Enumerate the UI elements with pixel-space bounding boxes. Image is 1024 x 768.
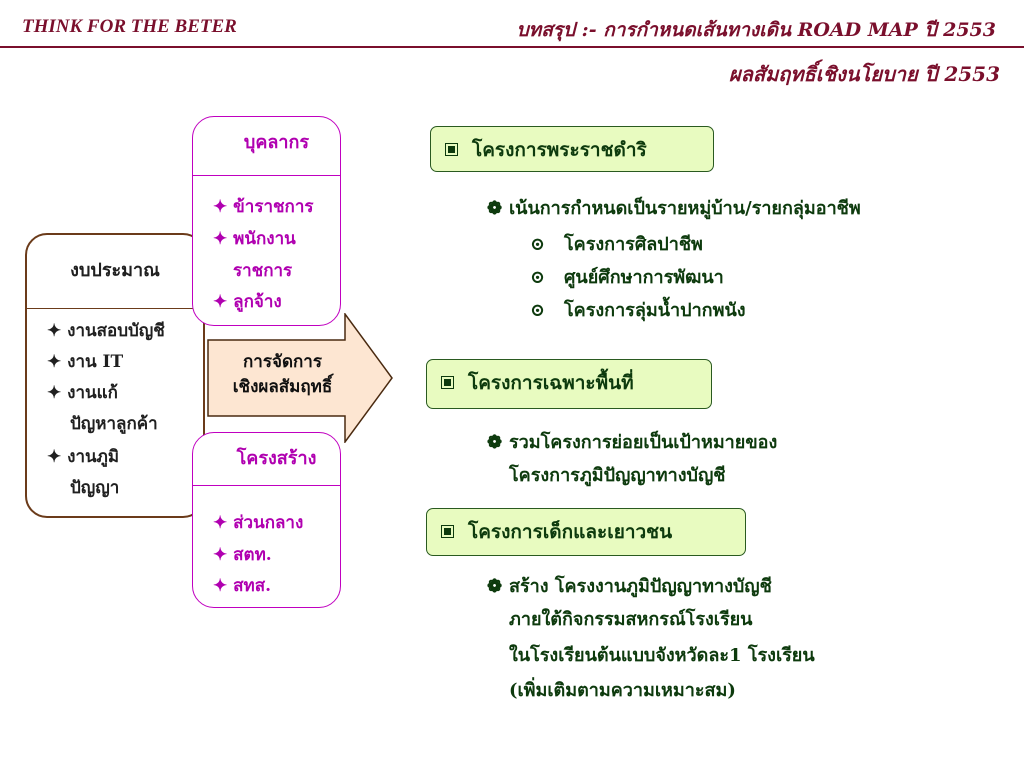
subitem-label: โครงการลุ่มน้ำปากพนัง [564, 300, 746, 321]
header-divider [0, 46, 1024, 48]
budget-title: งบประมาณ [70, 260, 160, 281]
project-royal-box: โครงการพระราชดำริ [430, 126, 714, 172]
staff-title: บุคลากร [243, 132, 310, 153]
structure-title: โครงสร้าง [236, 448, 317, 469]
project-youth-box: โครงการเด็กและเยาวชน [426, 508, 746, 556]
arrow-label-line1: การจัดการ [243, 352, 322, 372]
checkbox-square-icon [441, 525, 454, 538]
project-area-box: โครงการเฉพาะพื้นที่ [426, 359, 712, 409]
budget-item: ✦ งานสอบบัญชี [47, 321, 165, 341]
page-subtitle: ผลสัมฤทธิ์เชิงนโยบาย ปี 2553 [728, 62, 1000, 86]
structure-item: ✦ สทส. [213, 576, 272, 596]
description-line: (เพิ่มเติมตามความเหมาะสม) [509, 680, 736, 701]
description-line: รวมโครงการย่อยเป็นเป้าหมายของ [509, 432, 778, 453]
budget-item: ✦ งานภูมิ [47, 447, 120, 467]
structure-divider [193, 485, 340, 486]
structure-box: โครงสร้าง ✦ ส่วนกลาง ✦ สตท. ✦ สทส. [192, 432, 341, 608]
project-royal-description: ❁ เน้นการกำหนดเป็นรายหมู่บ้าน/รายกลุ่มอาช… [487, 193, 861, 222]
arrow-label-line2: เชิงผลสัมฤทธิ์ [232, 377, 333, 397]
checkbox-square-icon [445, 143, 458, 156]
budget-divider [27, 308, 203, 309]
description-line: ในโรงเรียนต้นแบบจังหวัดละ1 โรงเรียน [509, 645, 815, 666]
staff-box: บุคลากร ✦ ข้าราชการ ✦ พนักงาน ราชการ ✦ ล… [192, 116, 341, 326]
budget-item: ✦ งาน IT [47, 352, 124, 372]
description-line: สร้าง โครงงานภูมิปัญญาทางบัญชี [509, 576, 772, 597]
subitem-label: โครงการศิลปาชีพ [564, 234, 703, 255]
budget-box: งบประมาณ ✦ งานสอบบัญชี ✦ งาน IT ✦ งานแก้… [25, 233, 205, 518]
staff-divider [193, 175, 340, 176]
royal-subitem: ⊙ โครงการลุ่มน้ำปากพนัง [530, 295, 746, 324]
staff-item: ✦ ข้าราชการ [213, 197, 314, 217]
checkbox-square-icon [441, 376, 454, 389]
circle-dot-bullet-icon: ⊙ [530, 267, 546, 288]
staff-item: ราชการ [233, 261, 293, 281]
management-arrow-icon [207, 313, 393, 443]
budget-item: ✦ งานแก้ [47, 383, 118, 403]
flower-bullet-icon: ❁ [487, 198, 503, 219]
description-line: โครงการภูมิปัญญาทางบัญชี [509, 465, 726, 486]
description-line: เน้นการกำหนดเป็นรายหมู่บ้าน/รายกลุ่มอาชี… [509, 198, 861, 219]
staff-item: ✦ ลูกจ้าง [213, 292, 282, 312]
description-line: ภายใต้กิจกรรมสหกรณ์โรงเรียน [509, 609, 753, 630]
budget-item: ปัญหาลูกค้า [70, 414, 158, 434]
flower-bullet-icon: ❁ [487, 432, 503, 453]
project-title: โครงการเด็กและเยาวชน [468, 521, 673, 543]
circle-dot-bullet-icon: ⊙ [530, 300, 546, 321]
header-right-title: บทสรุป :- การกำหนดเส้นทางเดิน ROAD MAP ป… [516, 19, 996, 41]
project-title: โครงการเฉพาะพื้นที่ [468, 372, 634, 394]
circle-dot-bullet-icon: ⊙ [530, 234, 546, 255]
flower-bullet-icon: ❁ [487, 576, 503, 597]
royal-subitem: ⊙ โครงการศิลปาชีพ [530, 229, 703, 258]
project-youth-description: ❁ สร้าง โครงงานภูมิปัญญาทางบัญชี [487, 571, 772, 600]
budget-item: ปัญญา [70, 478, 120, 498]
structure-item: ✦ ส่วนกลาง [213, 513, 304, 533]
project-area-description: ❁ รวมโครงการย่อยเป็นเป้าหมายของ [487, 427, 777, 456]
structure-item: ✦ สตท. [213, 545, 272, 565]
project-title: โครงการพระราชดำริ [472, 139, 647, 161]
staff-item: ✦ พนักงาน [213, 229, 296, 249]
royal-subitem: ⊙ ศูนย์ศึกษาการพัฒนา [530, 262, 724, 291]
header-left-title: THINK FOR THE BETER [22, 16, 237, 37]
subitem-label: ศูนย์ศึกษาการพัฒนา [564, 267, 724, 288]
